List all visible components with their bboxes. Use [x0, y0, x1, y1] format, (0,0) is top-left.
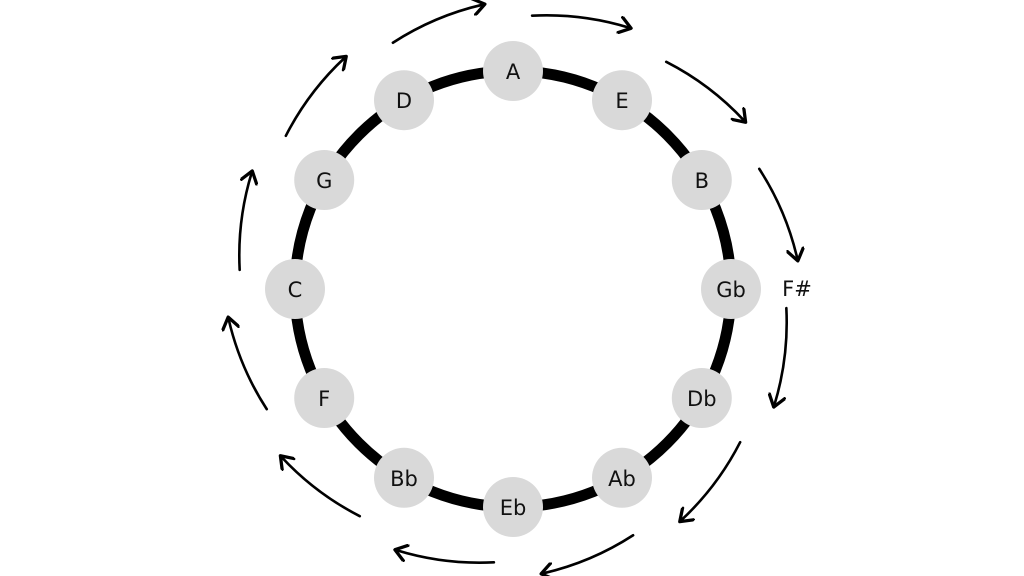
- note-circle: [374, 447, 434, 508]
- arrow-d-to-a: [391, 5, 483, 45]
- note-circle: [374, 70, 434, 131]
- enharmonic-label: F#: [782, 277, 812, 301]
- arrow-a-to-e: [530, 14, 629, 27]
- arrow-eb-to-bb: [397, 550, 496, 564]
- note-node-c: C: [265, 259, 325, 319]
- note-circle: [265, 259, 325, 319]
- note-node-d: D: [374, 70, 434, 131]
- note-circle: [671, 150, 732, 210]
- arrow-g-to-d: [284, 58, 345, 138]
- ring: [289, 65, 737, 513]
- note-circle: [592, 70, 652, 131]
- note-node-bb: Bb: [374, 447, 434, 508]
- note-node-f: F: [294, 368, 355, 428]
- arrow-bb-to-f: [282, 457, 362, 518]
- note-node-b: B: [671, 150, 732, 210]
- note-node-e: E: [592, 70, 652, 131]
- arrow-gb-to-db: [774, 306, 788, 405]
- note-circle: [592, 447, 652, 508]
- arrow-f-to-c: [229, 319, 269, 411]
- note-node-gb: Gb: [701, 259, 761, 319]
- note-label: G: [316, 169, 332, 193]
- note-circle: [294, 368, 355, 428]
- note-label: F: [318, 387, 330, 411]
- note-label: C: [288, 278, 303, 302]
- note-node-ab: Ab: [592, 447, 652, 508]
- note-circle: [701, 259, 761, 319]
- note-label: Eb: [500, 496, 527, 520]
- note-node-db: Db: [671, 368, 732, 428]
- arrow-e-to-b: [664, 60, 744, 121]
- arrows-group: [229, 5, 798, 574]
- note-label: Ab: [608, 467, 636, 491]
- note-label: E: [615, 89, 628, 113]
- note-label: Gb: [716, 278, 746, 302]
- note-circle: [294, 150, 355, 210]
- note-label: D: [396, 89, 412, 113]
- note-circle: [483, 477, 543, 537]
- arrow-ab-to-eb: [543, 533, 635, 573]
- arrow-b-to-gb: [757, 167, 797, 259]
- note-node-eb: Eb: [483, 477, 543, 537]
- note-node-g: G: [294, 150, 355, 210]
- arrow-db-to-ab: [681, 440, 742, 520]
- note-circle: [671, 368, 732, 428]
- note-label: B: [695, 169, 709, 193]
- note-circle: [483, 41, 543, 101]
- note-label: A: [506, 60, 521, 84]
- note-label: Db: [687, 387, 717, 411]
- arrow-c-to-g: [238, 173, 251, 272]
- note-label: Bb: [390, 467, 418, 491]
- note-node-a: A: [483, 41, 543, 101]
